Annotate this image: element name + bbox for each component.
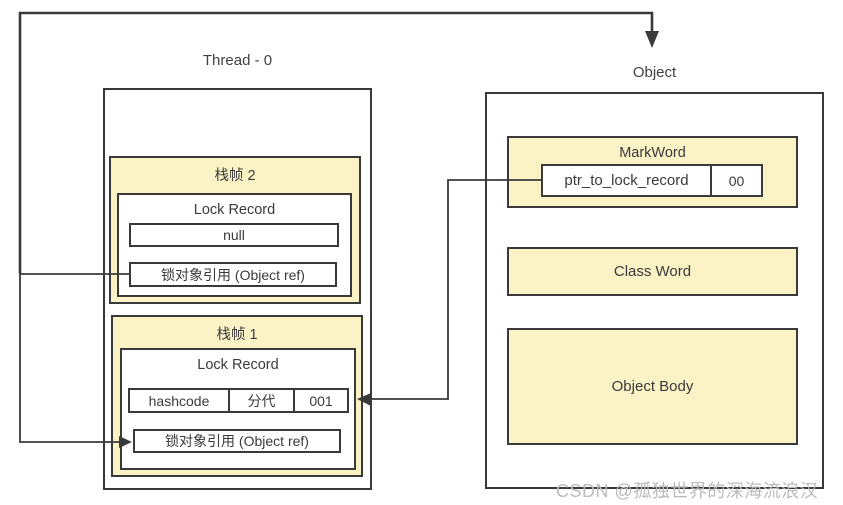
object-title: Object [632, 64, 677, 81]
class-word-box: Class Word [507, 247, 798, 296]
ptr-to-lock-record-cell: ptr_to_lock_record [543, 166, 712, 195]
watermark-text: CSDN @孤独世界的深海流浪汉 [556, 481, 819, 501]
lock-record-1-title: Lock Record [197, 357, 279, 373]
lock-record-2-null-row: null [129, 223, 339, 247]
hashcode-cell: hashcode [130, 390, 230, 411]
lock-flag-cell: 001 [309, 392, 333, 409]
lock-record-2-title: Lock Record [193, 202, 276, 218]
lock-record-1-markword-row: hashcode 分代 001 [128, 388, 349, 413]
thread-title: Thread - 0 [202, 52, 273, 69]
object-body-box: Object Body [507, 328, 798, 445]
markword-value-row: ptr_to_lock_record 00 [541, 164, 763, 197]
stack-frame-1-title: 栈帧 1 [216, 327, 258, 343]
stack-frame-2-title: 栈帧 2 [214, 168, 256, 184]
generation-age-cell: 分代 [230, 390, 295, 411]
markword-title: MarkWord [619, 145, 686, 161]
lock-flag-00-cell: 00 [728, 172, 745, 189]
lock-record-1-objref-row: 锁对象引用 (Object ref) [133, 429, 341, 453]
arrowhead-down-object [645, 31, 659, 48]
lock-record-2-objref-row: 锁对象引用 (Object ref) [129, 262, 337, 287]
